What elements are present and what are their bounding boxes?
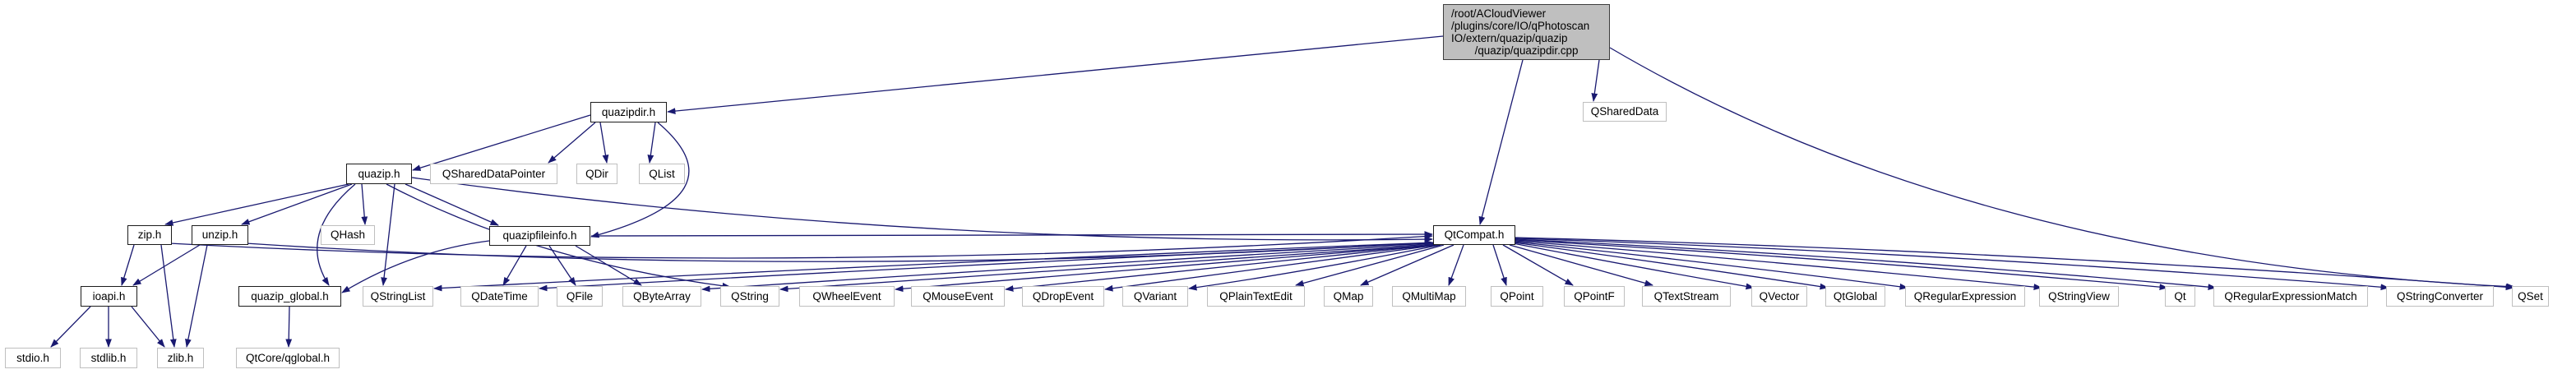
- edge-qtcompat_h-to-qregularexpressionmatch: [1514, 238, 2217, 291]
- node-stdio_h: stdio.h: [5, 348, 61, 368]
- node-qregularexpressionmatch: QRegularExpressionMatch: [2213, 286, 2368, 307]
- edge-unzip_h-to-ioapi_h: [132, 244, 201, 286]
- node-unzip_h[interactable]: unzip.h: [192, 225, 248, 245]
- node-cpp: /root/ACloudViewer/plugins/core/IO/qPhot…: [1443, 4, 1610, 60]
- edge-quazip_h-to-unzip_h: [241, 183, 353, 225]
- node-zlib_h: zlib.h: [157, 348, 204, 368]
- title-line: /quazip/quazipdir.cpp: [1474, 44, 1579, 57]
- node-qtglobal: QtGlobal: [1825, 286, 1885, 307]
- edge-qtcompat_h-to-qmouseevent: [1005, 244, 1437, 292]
- node-qfile: QFile: [557, 286, 603, 307]
- edge-qtcompat_h-to-qstringlist: [433, 242, 1436, 292]
- edge-qtcompat_h-to-qmultimap: [1448, 244, 1464, 286]
- title-line: /root/ACloudViewer: [1451, 7, 1547, 20]
- edge-quazipfileinfo_h-to-qdatetime: [502, 245, 527, 286]
- edge-zip_h-to-ioapi_h: [121, 244, 135, 286]
- node-quazipdir_h[interactable]: quazipdir.h: [590, 102, 667, 122]
- node-zip_h[interactable]: zip.h: [127, 225, 172, 245]
- edge-quazipdir_h-to-qshareddatapointer: [548, 122, 596, 164]
- node-qset: QSet: [2512, 286, 2549, 307]
- node-qstring: QString: [720, 286, 779, 307]
- edge-quazip_h-to-qtcompat_h: [411, 177, 1433, 243]
- edge-ioapi_h-to-zlib_h: [131, 306, 165, 348]
- edge-quazipfileinfo_h-to-qtcompat_h: [590, 231, 1433, 238]
- edge-qtcompat_h-to-qstringview: [1514, 240, 2042, 290]
- node-qdir: QDir: [576, 164, 617, 184]
- node-qbytearray: QByteArray: [622, 286, 701, 307]
- node-qlist: QList: [639, 164, 685, 184]
- node-qshareddatapointer: QSharedDataPointer: [430, 164, 557, 184]
- edge-quazip_h-to-qstringlist: [381, 183, 395, 286]
- node-ioapi_h[interactable]: ioapi.h: [81, 286, 137, 307]
- edge-quazip_h-to-qstring: [386, 183, 731, 289]
- edge-cpp-to-qset: [1609, 47, 2515, 290]
- edge-qtcompat_h-to-qvariant: [1188, 244, 1441, 291]
- edge-qtcompat_h-to-qstring: [779, 244, 1436, 293]
- node-quazip_global_h[interactable]: quazip_global.h: [238, 286, 341, 307]
- edge-quazip_h-to-zip_h: [164, 183, 349, 226]
- node-qstringview: QStringView: [2039, 286, 2119, 307]
- edge-cpp-to-qtcompat_h: [1478, 59, 1524, 225]
- edge-quazipfileinfo_h-to-quazip_global_h: [341, 240, 490, 293]
- node-qdropevent: QDropEvent: [1022, 286, 1104, 307]
- node-qplaintextedit: QPlainTextEdit: [1207, 286, 1305, 307]
- node-qstringlist: QStringList: [363, 286, 433, 307]
- edge-quazip_h-to-quazip_global_h: [317, 183, 356, 286]
- node-qwheelevent: QWheelEvent: [799, 286, 895, 307]
- edge-qtcompat_h-to-qregularexpression: [1513, 241, 1908, 290]
- edge-qtcompat_h-to-qtglobal: [1513, 242, 1829, 290]
- edge-qtcompat_h-to-qwheelevent: [895, 244, 1436, 293]
- node-qtcore_qglobal_h: QtCore/qglobal.h: [236, 348, 340, 368]
- edge-quazip_h-to-quazipfileinfo_h: [405, 183, 499, 226]
- edge-cpp-to-qshareddata: [1591, 59, 1600, 102]
- node-qmouseevent: QMouseEvent: [911, 286, 1005, 307]
- title-line: IO/extern/quazip/quazip: [1451, 32, 1568, 44]
- title-line: /plugins/core/IO/qPhotoscan: [1451, 20, 1590, 32]
- edge-ioapi_h-to-stdio_h: [50, 306, 91, 348]
- node-qt: Qt: [2165, 286, 2195, 307]
- edge-quazipdir_h-to-quazip_h: [412, 114, 591, 171]
- node-qstringconverter: QStringConverter: [2386, 286, 2494, 307]
- edge-qtcompat_h-to-qpointf: [1502, 244, 1574, 286]
- edge-cpp-to-quazipdir_h: [667, 35, 1444, 114]
- edge-qtcompat_h-to-qplaintextedit: [1295, 244, 1445, 287]
- node-quazip_h[interactable]: quazip.h: [346, 164, 412, 184]
- node-qmap: QMap: [1324, 286, 1373, 307]
- node-qpointf: QPointF: [1564, 286, 1625, 307]
- node-qdatetime: QDateTime: [460, 286, 539, 307]
- node-qvariant: QVariant: [1122, 286, 1188, 307]
- edge-zip_h-to-qtcompat_h: [169, 233, 1433, 259]
- edge-zip_h-to-zlib_h: [160, 244, 177, 348]
- edge-qtcompat_h-to-qvector: [1512, 242, 1755, 290]
- node-qtextstream: QTextStream: [1642, 286, 1731, 307]
- edge-qtcompat_h-to-qt: [1514, 239, 2168, 291]
- edge-qtcompat_h-to-qstringconverter: [1515, 238, 2389, 291]
- node-stdlib_h: stdlib.h: [80, 348, 137, 368]
- node-qmultimap: QMultiMap: [1392, 286, 1466, 307]
- node-qtcompat_h[interactable]: QtCompat.h: [1433, 225, 1515, 245]
- edge-qtcompat_h-to-qdatetime: [539, 242, 1436, 292]
- edge-qtcompat_h-to-qset: [1515, 237, 2514, 291]
- node-quazipfileinfo_h[interactable]: quazipfileinfo.h: [489, 226, 590, 246]
- edge-qtcompat_h-to-qdropevent: [1104, 244, 1439, 292]
- node-qhash: QHash: [321, 225, 375, 245]
- edge-quazip_h-to-qhash: [361, 183, 368, 225]
- edge-qtcompat_h-to-qtextstream: [1509, 244, 1653, 287]
- edge-qtcompat_h-to-qpoint: [1492, 244, 1507, 286]
- node-qshareddata: QSharedData: [1583, 102, 1667, 122]
- node-qvector: QVector: [1751, 286, 1807, 307]
- edge-qtcompat_h-to-qmap: [1360, 244, 1454, 286]
- edge-quazipdir_h-to-quazipfileinfo_h: [590, 122, 690, 238]
- node-qregularexpression: QRegularExpression: [1905, 286, 2025, 307]
- node-qpoint: QPoint: [1491, 286, 1543, 307]
- edge-unzip_h-to-zlib_h: [185, 244, 208, 348]
- edge-quazipdir_h-to-qlist: [647, 122, 656, 164]
- edge-qtcompat_h-to-qbytearray: [701, 243, 1436, 293]
- edge-quazipfileinfo_h-to-qfile: [548, 245, 576, 286]
- edge-quazipdir_h-to-qdir: [599, 122, 609, 164]
